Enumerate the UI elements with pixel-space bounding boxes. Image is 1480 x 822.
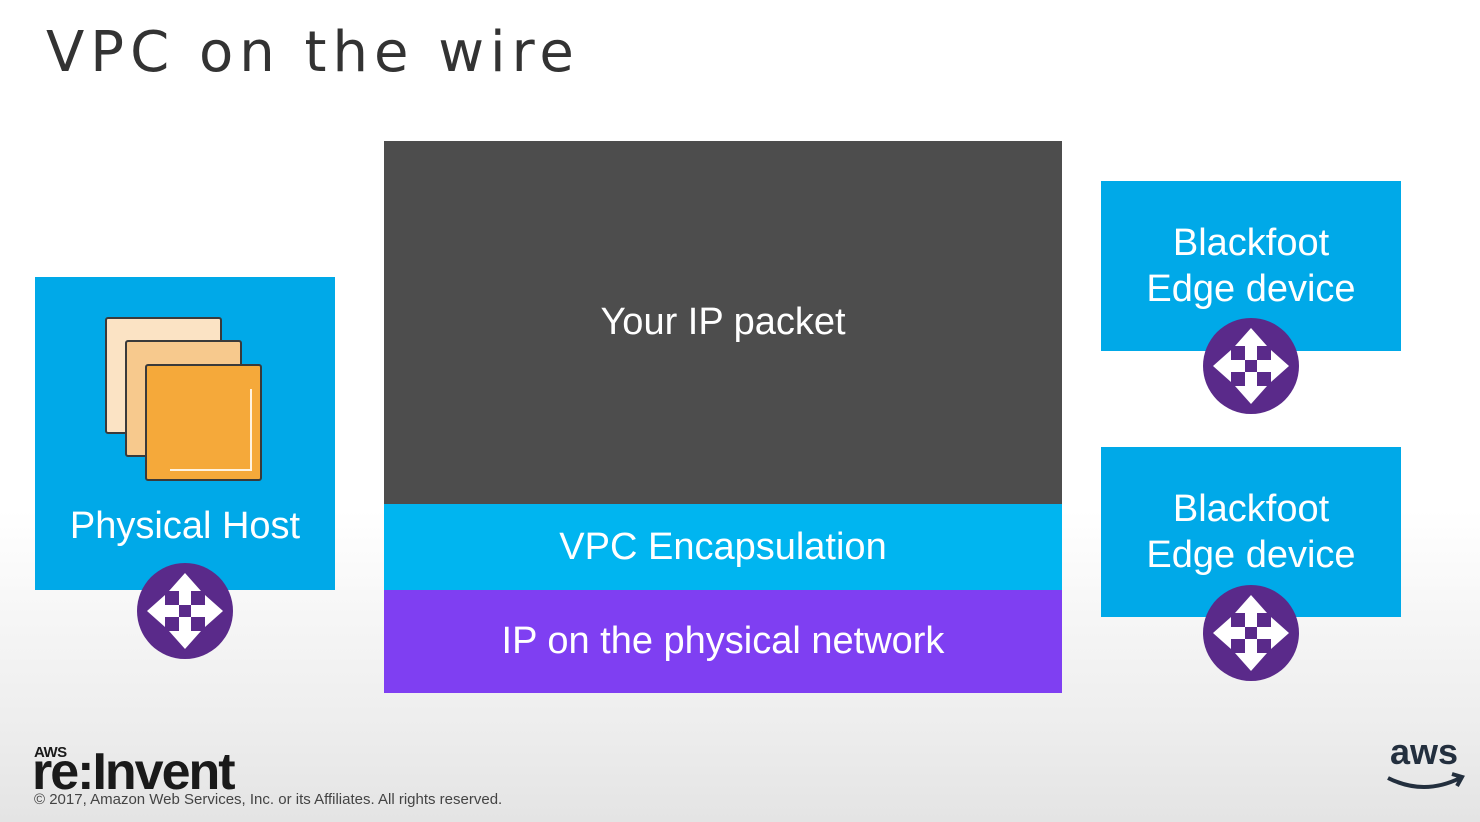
- vpc-encapsulation-layer: VPC Encapsulation: [384, 504, 1062, 590]
- physical-network-label: IP on the physical network: [501, 620, 945, 662]
- instance-square-front: [145, 364, 262, 481]
- edge-device-2-line1: Blackfoot: [1172, 488, 1330, 530]
- reinvent-logo: re:Invent: [32, 743, 236, 801]
- vpc-encapsulation-label: VPC Encapsulation: [559, 525, 887, 568]
- edge-device-box-2: Blackfoot Edge device: [1101, 447, 1401, 617]
- edge-device-1-line1: Blackfoot: [1172, 222, 1330, 264]
- instance-stack-icon: [105, 317, 265, 482]
- edge-device-1-line2: Edge device: [1146, 268, 1356, 310]
- reinvent-logo-aws: AWS: [34, 744, 67, 761]
- edge-router-icon-2: [1203, 585, 1299, 681]
- edge-device-2-line2: Edge device: [1146, 534, 1356, 576]
- host-router-icon: [137, 563, 233, 659]
- physical-host-label: Physical Host: [69, 505, 301, 547]
- page-title: VPC on the wire: [46, 20, 580, 85]
- your-ip-packet-label: Your IP packet: [600, 301, 846, 343]
- copyright-notice: © 2017, Amazon Web Services, Inc. or its…: [34, 791, 503, 808]
- physical-host-box: Physical Host: [35, 277, 335, 590]
- your-ip-packet-layer: Your IP packet: [384, 141, 1062, 504]
- aws-logo-icon: aws: [1387, 734, 1465, 789]
- physical-network-layer: IP on the physical network: [384, 590, 1062, 693]
- edge-router-icon-1: [1203, 318, 1299, 414]
- aws-logo-text: aws: [1390, 734, 1458, 772]
- packet-diagram: Your IP packet VPC Encapsulation IP on t…: [384, 141, 1062, 693]
